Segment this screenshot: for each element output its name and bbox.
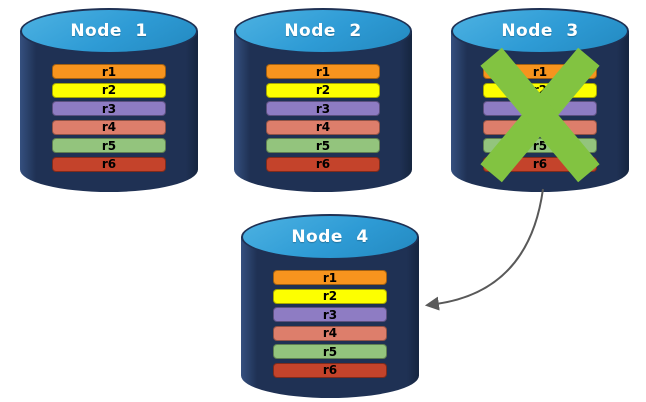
record-r2: r2 [52,82,166,98]
node-4-cylinder-top: Node 4 [241,214,419,260]
node-4-title: Node 4 [291,227,369,247]
record-r4: r4 [266,119,380,135]
record-r1: r1 [483,64,597,79]
record-r6: r6 [483,156,597,172]
record-r4: r4 [52,119,166,135]
record-r3: r3 [266,101,380,116]
node-4-records: r1 r2 r3 r4 r5 r6 [273,270,387,378]
node-2-title: Node 2 [284,21,362,41]
record-r5: r5 [52,138,166,153]
record-r4: r4 [483,119,597,135]
node-1-cylinder-top: Node 1 [20,8,198,54]
record-r3: r3 [483,101,597,116]
node-3-title: Node 3 [501,21,579,41]
record-r2: r2 [483,82,597,98]
record-r1: r1 [52,64,166,79]
record-r5: r5 [273,344,387,359]
node-3-records: r1 r2 r3 r4 r5 r6 [483,64,597,172]
record-r5: r5 [483,138,597,153]
record-r3: r3 [52,101,166,116]
failover-arrow [424,188,544,311]
record-r4: r4 [273,325,387,341]
node-1-records: r1 r2 r3 r4 r5 r6 [52,64,166,172]
record-r1: r1 [273,270,387,285]
record-r2: r2 [273,288,387,304]
record-r3: r3 [273,307,387,322]
record-r2: r2 [266,82,380,98]
node-3-cylinder-top: Node 3 [451,8,629,54]
node-2: Node 2 r1 r2 r3 r4 r5 r6 [234,8,412,192]
record-r6: r6 [266,156,380,172]
node-2-records: r1 r2 r3 r4 r5 r6 [266,64,380,172]
record-r5: r5 [266,138,380,153]
node-1-title: Node 1 [70,21,148,41]
node-3: Node 3 r1 r2 r3 r4 r5 r6 [451,8,629,192]
record-r6: r6 [52,156,166,172]
node-1: Node 1 r1 r2 r3 r4 r5 r6 [20,8,198,192]
record-r1: r1 [266,64,380,79]
node-2-cylinder-top: Node 2 [234,8,412,54]
node-4: Node 4 r1 r2 r3 r4 r5 r6 [241,214,419,398]
record-r6: r6 [273,362,387,378]
